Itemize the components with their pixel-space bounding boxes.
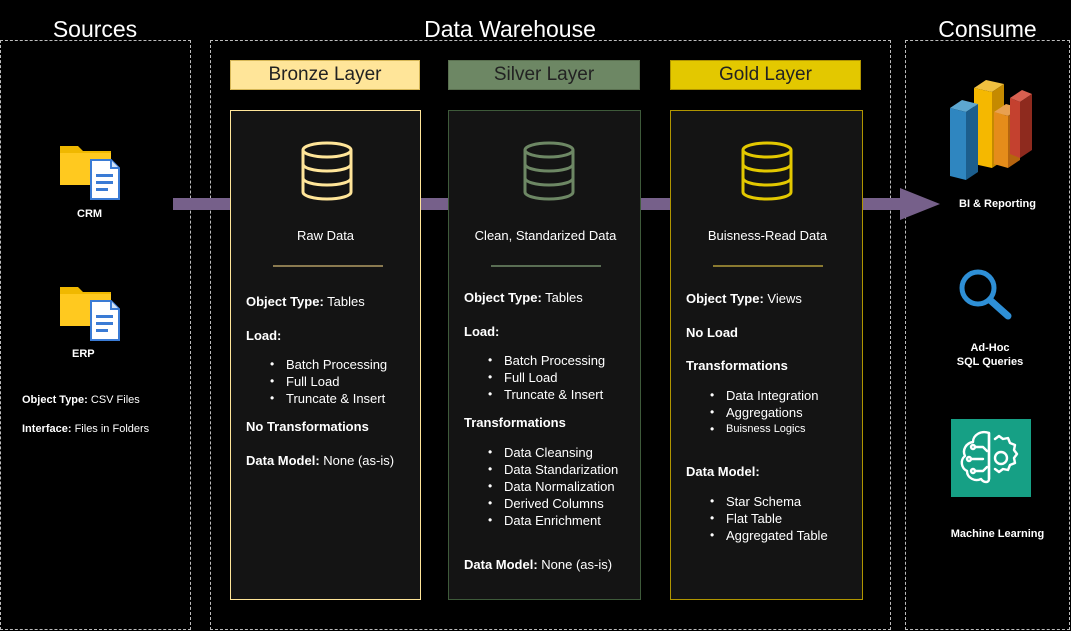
bronze-layer-box: Raw Data Object Type: Tables Load: Batch… bbox=[230, 110, 421, 600]
bronze-data-model: Data Model: None (as-is) bbox=[246, 453, 395, 468]
list-item: Data Normalization bbox=[488, 478, 618, 495]
silver-load-label: Load: bbox=[464, 324, 500, 339]
list-item: Star Schema bbox=[710, 493, 828, 510]
bronze-no-transformations: No Transformations bbox=[246, 419, 369, 434]
list-item: Buisness Logics bbox=[710, 421, 819, 438]
list-item: Aggregations bbox=[710, 404, 819, 421]
bronze-object-type: Object Type: Tables bbox=[246, 294, 365, 309]
bronze-database-icon bbox=[301, 141, 353, 201]
machine-learning-icon bbox=[951, 419, 1031, 497]
list-item: Data Integration bbox=[710, 387, 818, 404]
list-item: Full Load bbox=[270, 373, 387, 390]
consume-container bbox=[905, 40, 1070, 630]
list-item: Batch Processing bbox=[488, 352, 605, 369]
bronze-load-label: Load: bbox=[246, 328, 282, 343]
machine-learning-label: Machine Learning bbox=[950, 528, 1045, 540]
erp-label: ERP bbox=[72, 348, 95, 360]
adhoc-label-line2: SQL Queries bbox=[956, 356, 1024, 368]
gold-model-list: Star Schema Flat Table Aggregated Table bbox=[702, 493, 828, 544]
source-object-type: Object Type: CSV Files bbox=[22, 394, 140, 406]
list-item: Derived Columns bbox=[488, 495, 618, 512]
bronze-layer-header: Bronze Layer bbox=[230, 60, 420, 90]
silver-load-list: Batch Processing Full Load Truncate & In… bbox=[480, 352, 605, 403]
list-item: Aggregated Table bbox=[710, 527, 828, 544]
list-item: Data Enrichment bbox=[488, 512, 618, 529]
gold-layer-header: Gold Layer bbox=[670, 60, 861, 90]
gold-transform-list: Data Integration Aggregations Buisness L… bbox=[702, 387, 819, 438]
erp-folder-icon bbox=[58, 279, 122, 348]
gold-database-icon bbox=[741, 141, 793, 201]
silver-data-model: Data Model: None (as-is) bbox=[464, 557, 613, 572]
bronze-load-list: Batch Processing Full Load Truncate & In… bbox=[262, 356, 387, 407]
search-icon bbox=[959, 269, 1012, 320]
list-item: Flat Table bbox=[710, 510, 828, 527]
gold-object-type: Object Type: Views bbox=[686, 291, 802, 306]
adhoc-label-line1: Ad-Hoc bbox=[970, 342, 1010, 354]
sources-title: Sources bbox=[52, 16, 138, 42]
list-item: Data Standarization bbox=[488, 461, 618, 478]
silver-divider bbox=[491, 265, 601, 267]
bar-chart-icon bbox=[950, 80, 1032, 180]
silver-subtitle: Clean, Standarized Data bbox=[474, 228, 617, 243]
gold-subtitle: Buisness-Read Data bbox=[707, 228, 828, 243]
list-item: Batch Processing bbox=[270, 356, 387, 373]
crm-label: CRM bbox=[77, 208, 103, 220]
gold-transformations-label: Transformations bbox=[686, 358, 788, 373]
crm-folder-icon bbox=[58, 138, 122, 207]
source-interface: Interface: Files in Folders bbox=[22, 423, 150, 435]
silver-object-type: Object Type: Tables bbox=[464, 290, 583, 305]
gold-layer-box: Buisness-Read Data Object Type: Views No… bbox=[670, 110, 863, 600]
silver-transformations-label: Transformations bbox=[464, 415, 566, 430]
gold-no-load: No Load bbox=[686, 325, 738, 340]
bronze-subtitle: Raw Data bbox=[296, 228, 355, 243]
list-item: Truncate & Insert bbox=[270, 390, 387, 407]
list-item: Full Load bbox=[488, 369, 605, 386]
sources-container bbox=[0, 40, 191, 630]
bi-reporting-label: BI & Reporting bbox=[959, 198, 1036, 210]
list-item: Data Cleansing bbox=[488, 444, 618, 461]
bronze-divider bbox=[273, 265, 383, 267]
warehouse-title: Data Warehouse bbox=[424, 16, 596, 42]
consume-title: Consume bbox=[938, 16, 1037, 42]
gold-data-model-label: Data Model: bbox=[686, 464, 760, 479]
gold-divider bbox=[713, 265, 823, 267]
silver-transform-list: Data Cleansing Data Standarization Data … bbox=[480, 444, 618, 529]
warehouse-container bbox=[210, 40, 891, 630]
silver-layer-box: Clean, Standarized Data Object Type: Tab… bbox=[448, 110, 641, 600]
silver-database-icon bbox=[523, 141, 575, 201]
silver-layer-header: Silver Layer bbox=[448, 60, 640, 90]
list-item: Truncate & Insert bbox=[488, 386, 605, 403]
